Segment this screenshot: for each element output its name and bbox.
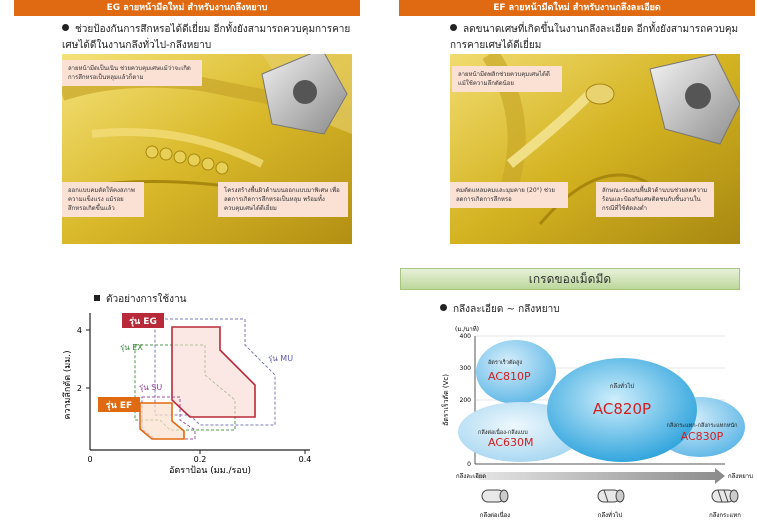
grade-y-tick-400: 400 (460, 333, 472, 340)
interrupted-cut-icon (711, 489, 739, 503)
usage-xlabel: อัตราป้อน (มม./รอบ) (169, 465, 251, 476)
usage-y-tick-2: 2 (77, 384, 82, 393)
mu-label: รุ่น MU (268, 354, 293, 363)
ac830p-name: AC830P (681, 430, 724, 443)
eg-callout-bottom-left: ออกแบบคมตัดให้คงสภาพความแข็งแรง แม้รอยสึ… (62, 182, 144, 217)
ef-label-box (98, 397, 140, 412)
general-cut-icon (597, 489, 625, 503)
usage-x-tick-1: 0.2 (194, 455, 207, 464)
ef-header: EF ลายหน้ามีดใหม่ สำหรับงานกลึงละเอียด (399, 0, 755, 16)
ef-bullet-text: ลดขนาดเศษที่เกิดขึ้นในงานกลึงละเอียด อีก… (450, 24, 739, 51)
bullet-dot-icon (450, 24, 457, 31)
usage-x-tick-0: 0 (87, 455, 92, 464)
eg-bullet: ช่วยป้องกันการสึกหรอได้ดีเยี่ยม อีกทั้งย… (62, 22, 352, 54)
usage-x-tick-2: 0.4 (299, 455, 312, 464)
ac820p-bubble (547, 358, 697, 462)
grade-title-bar: เกรดของเม็ดมีด (400, 268, 740, 290)
usage-y-tick-4: 4 (77, 326, 82, 335)
ef-callout-bottom-right: ลักษณะร่องบนพื้นผิวด้านบนช่วยลดความร้อนแ… (596, 182, 714, 217)
continuous-cut-icon (481, 489, 509, 503)
eg-bullet-text: ช่วยป้องกันการสึกหรอได้ดีเยี่ยม อีกทั้งย… (62, 24, 351, 51)
ef-label: รุ่น EF (106, 400, 132, 411)
eg-callout-bottom-right: โครงสร้างพื้นผิวด้านบนออกแบบมาพิเศษ เพื่… (218, 182, 348, 217)
square-bullet-icon (94, 295, 100, 301)
usage-title-text: ตัวอย่างการใช้งาน (106, 294, 187, 305)
grade-y-tick-0: 0 (467, 461, 471, 468)
ac830p-sub: กลึงกระแทก-กลึงกระแทกหนัก (667, 422, 738, 429)
ac810p-sub: อัตราเร็วตัดสูง (488, 358, 522, 366)
ef-callout-bottom-left: คมตัดแหลมคมและมุมคาย (20°) ช่วยลดการเกิด… (450, 182, 568, 208)
icon-label-continuous: กลึงต่อเนื่อง (480, 511, 510, 519)
ac820p-name: AC820P (593, 400, 651, 418)
grade-bullet-text: กลึงละเอียด ~ กลึงหยาบ (453, 304, 560, 315)
grade-arrow (474, 468, 725, 484)
grade-ylabel: อัตราเร็วตัด (Vc) (441, 374, 450, 426)
usage-ylabel: ความลึกตัด (มม.) (62, 350, 73, 419)
eg-header: EG ลายหน้ามีดใหม่ สำหรับงานกลึงหยาบ (14, 0, 360, 16)
usage-title: ตัวอย่างการใช้งาน (94, 292, 187, 307)
ac820p-sub: กลึงทั่วไป (610, 382, 635, 390)
ac630m-sub: กลึงต่อเนื่อง-กลึงแบบ (478, 428, 528, 436)
ac630m-name: AC630M (488, 436, 534, 449)
bullet-dot-icon (62, 24, 69, 31)
ex-label: รุ่น EX (120, 343, 143, 352)
ef-bullet: ลดขนาดเศษที่เกิดขึ้นในงานกลึงละเอียด อีก… (450, 22, 746, 54)
ac810p-name: AC810P (488, 370, 531, 383)
ef-region (139, 402, 185, 440)
eg-region (171, 326, 256, 418)
ac810p-bubble (476, 340, 556, 404)
insert-icon (261, 54, 348, 135)
eg-label: รุ่น EG (129, 316, 157, 327)
grade-chart: (ม./นาที) 400 300 200 100 0 อัตราเร็วตัด… (441, 325, 753, 519)
grade-bullet: กลึงละเอียด ~ กลึงหยาบ (440, 302, 560, 318)
eg-label-box (122, 313, 164, 328)
grade-y-unit: (ม./นาที) (455, 325, 479, 333)
grade-y-tick-200: 200 (460, 397, 472, 404)
icon-label-interrupted: กลึงกระแทก (709, 512, 741, 519)
bullet-dot-icon (440, 304, 447, 311)
grade-y-tick-300: 300 (460, 365, 472, 372)
grade-arrow-right: กลึงหยาบ (728, 473, 753, 480)
grade-arrow-left: กลึงละเอียด (456, 472, 486, 480)
ef-callout-top: ลายหน้ามีดพลิกช่วยควบคุมเศษได้ดีแม้ใช้คว… (452, 66, 562, 92)
su-label: รุ่น SU (139, 383, 162, 392)
insert-icon (649, 54, 740, 145)
icon-label-general: กลึงทั่วไป (598, 511, 623, 519)
eg-callout-top: ลายหน้ามีดเป็นเนิน ช่วยควบคุมเศษแม้ว่าจะ… (62, 60, 202, 86)
usage-chart: 0 0.2 0.4 2 4 รุ่น EG รุ่น EX รุ่น MU รุ… (62, 313, 312, 476)
